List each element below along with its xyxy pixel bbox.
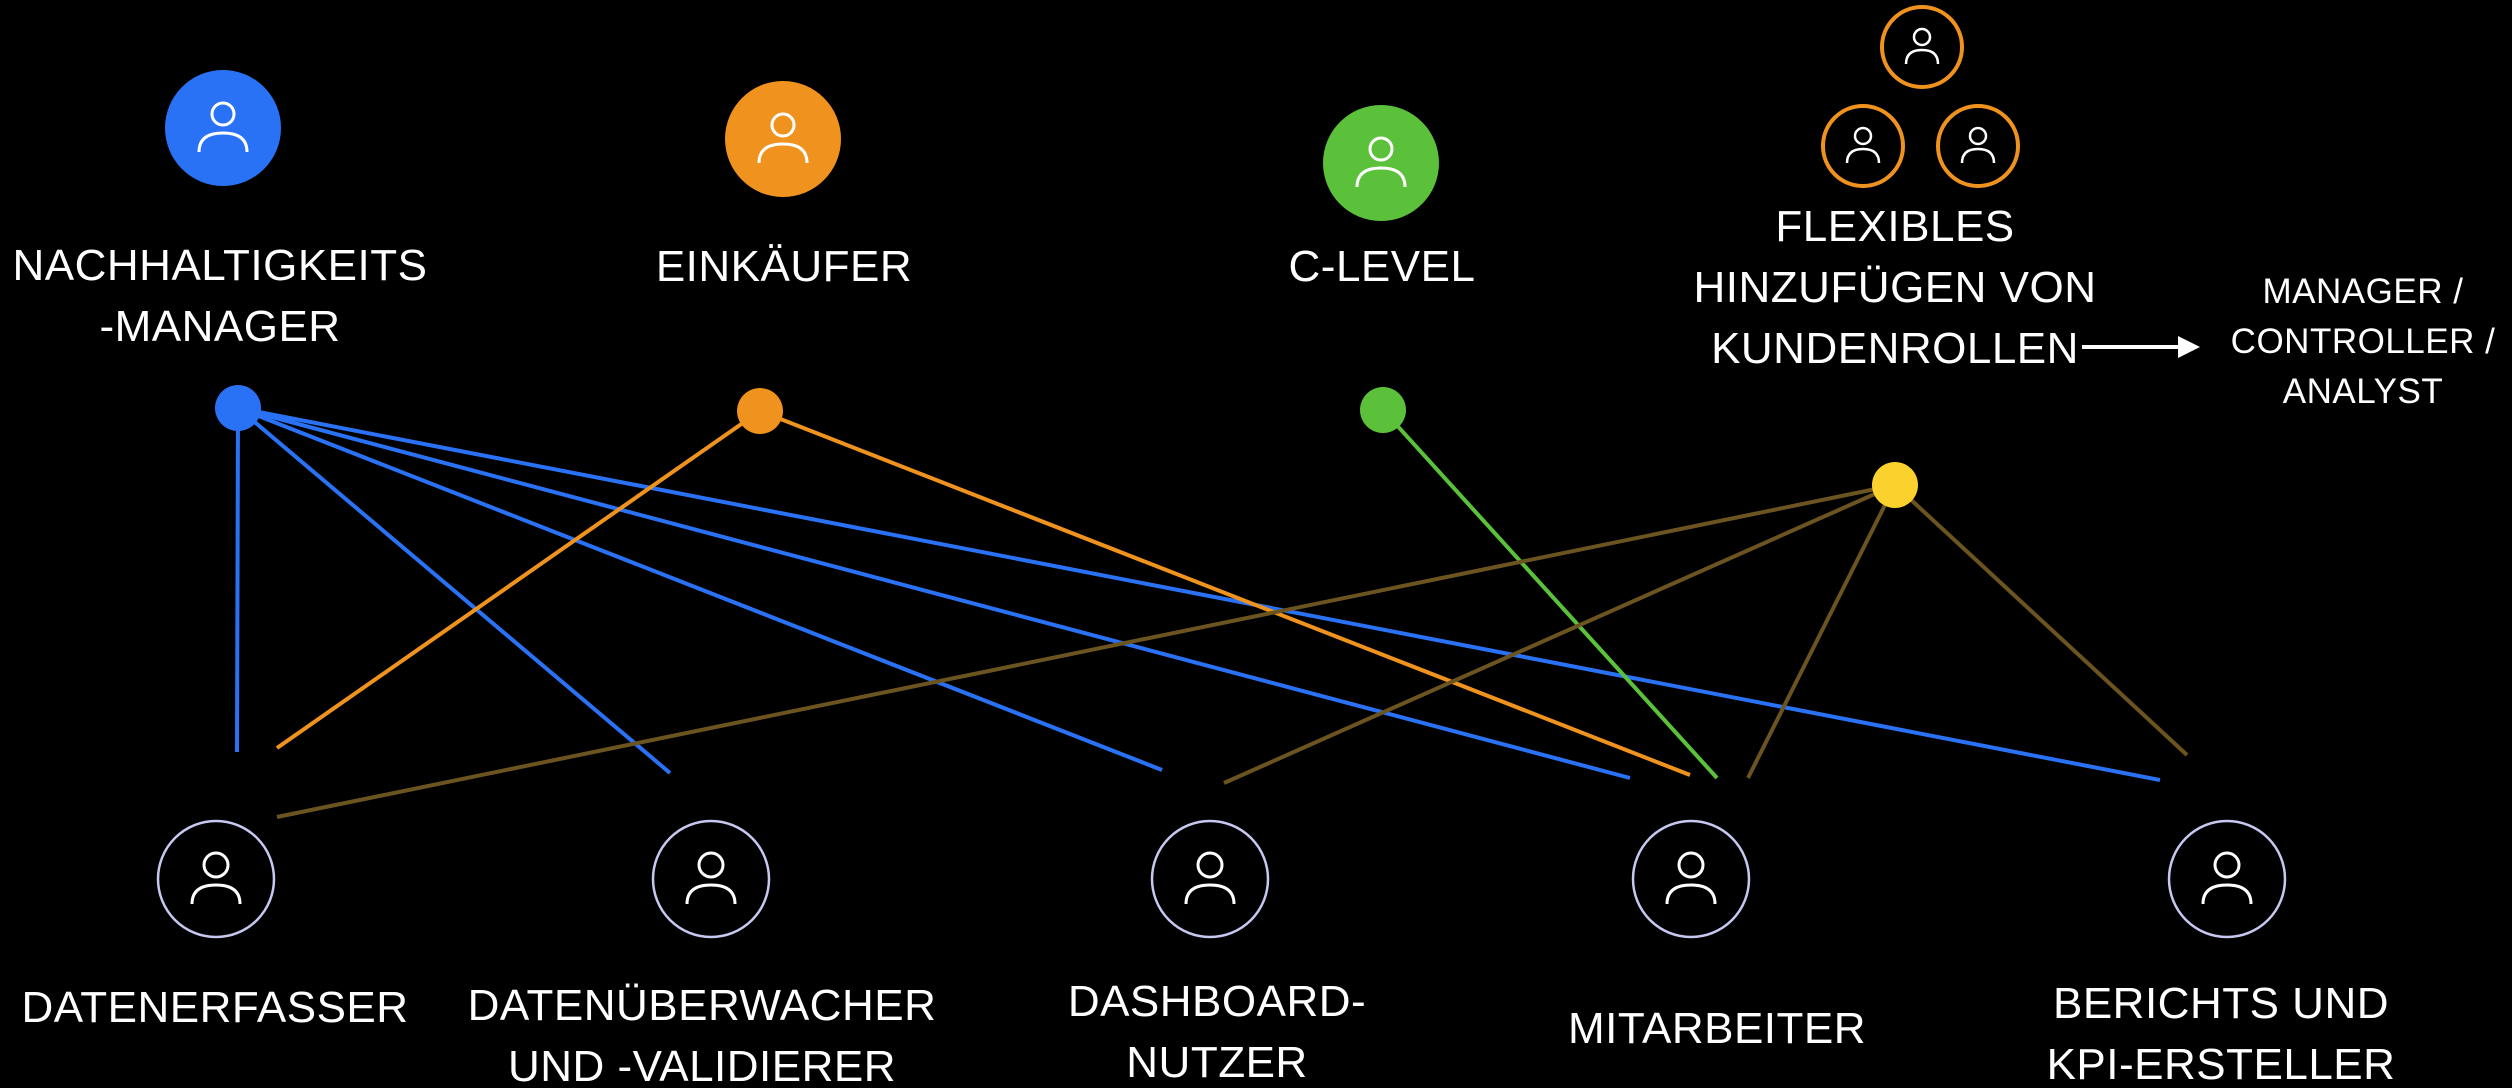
edge-nachhaltigkeit-datenerfasser [235,407,240,753]
role-label-line: DATENERFASSER [21,983,409,1032]
edge-c-level-mitarbeiter [1381,408,1719,780]
example-line: ANALYST [2282,372,2444,411]
edge-custom-dashboard [1223,483,1896,785]
role-label-datenueberwacher: DATENÜBERWACHER UND -VALIDIERER [462,975,942,1088]
role-label-line: NUTZER [1126,1038,1308,1087]
role-label-line: HINZUFÜGEN VON [1693,263,2097,312]
group-person-left-icon [1821,104,1905,188]
edge-einkaeufer-datenerfasser [275,409,762,750]
dot-nachhaltigkeit [215,385,261,431]
edge-nachhaltigkeit-mitarbeiter [237,406,1631,780]
role-label-line: DASHBOARD- [1067,977,1367,1026]
berichte-avatar-icon [2167,819,2287,939]
nachhaltigkeit-avatar-icon [165,70,281,186]
edge-einkaeufer-mitarbeiter [759,409,1691,777]
datenerfasser-avatar-icon [156,819,276,939]
mitarbeiter-avatar-icon [1631,819,1751,939]
role-label-line: FLEXIBLES [1775,202,2015,251]
role-label-datenerfasser: DATENERFASSER [10,977,420,1038]
dot-c-level [1360,387,1406,433]
role-label-nachhaltigkeit: NACHHALTIGKEITS -MANAGER [0,235,440,357]
role-label-line: DATENÜBERWACHER [467,981,937,1030]
custom-role-example: MANAGER / CONTROLLER / ANALYST [2210,267,2512,417]
datenueberwacher-avatar-icon [651,819,771,939]
dot-einkaeufer [737,388,783,434]
role-label-line: -MANAGER [99,302,341,351]
edge-nachhaltigkeit-berichte [237,406,2161,782]
einkaeufer-avatar-icon [725,81,841,197]
edge-nachhaltigkeit-dashboard [237,406,1163,772]
role-label-line: KPI-ERSTELLER [2046,1040,2396,1088]
group-person-top-icon [1880,5,1964,89]
edge-nachhaltigkeit-datenueberwacher [236,406,672,775]
edge-custom-datenerfasser [276,483,1896,819]
edge-custom-mitarbeiter [1746,484,1897,779]
role-label-dashboard: DASHBOARD- NUTZER [1017,971,1417,1088]
role-label-c-level: C-LEVEL [1182,236,1582,297]
role-label-line: NACHHALTIGKEITS [12,241,428,290]
group-person-right-icon [1936,104,2020,188]
example-line: CONTROLLER / [2230,322,2496,361]
dashboard-avatar-icon [1150,819,1270,939]
role-label-berichte: BERICHTS UND KPI-ERSTELLER [2006,973,2436,1088]
c-level-avatar-icon [1323,105,1439,221]
dot-custom [1872,462,1918,508]
role-label-line: C-LEVEL [1288,242,1476,291]
edge-custom-berichte [1893,483,2189,757]
role-label-line: BERICHTS UND [2052,979,2390,1028]
role-label-line: UND -VALIDIERER [507,1042,897,1088]
role-label-einkaeufer: EINKÄUFER [584,236,984,297]
role-label-line: EINKÄUFER [655,242,913,291]
role-label-line: KUNDENROLLEN [1711,324,2079,373]
role-label-mitarbeiter: MITARBEITER [1517,998,1917,1059]
role-label-line: MITARBEITER [1567,1004,1867,1053]
example-line: MANAGER / [2262,272,2464,311]
arrow-head-icon [2178,336,2200,358]
role-label-custom: FLEXIBLES HINZUFÜGEN VON KUNDENROLLEN [1670,196,2120,379]
custom-roles-group-icon [1821,5,2020,188]
